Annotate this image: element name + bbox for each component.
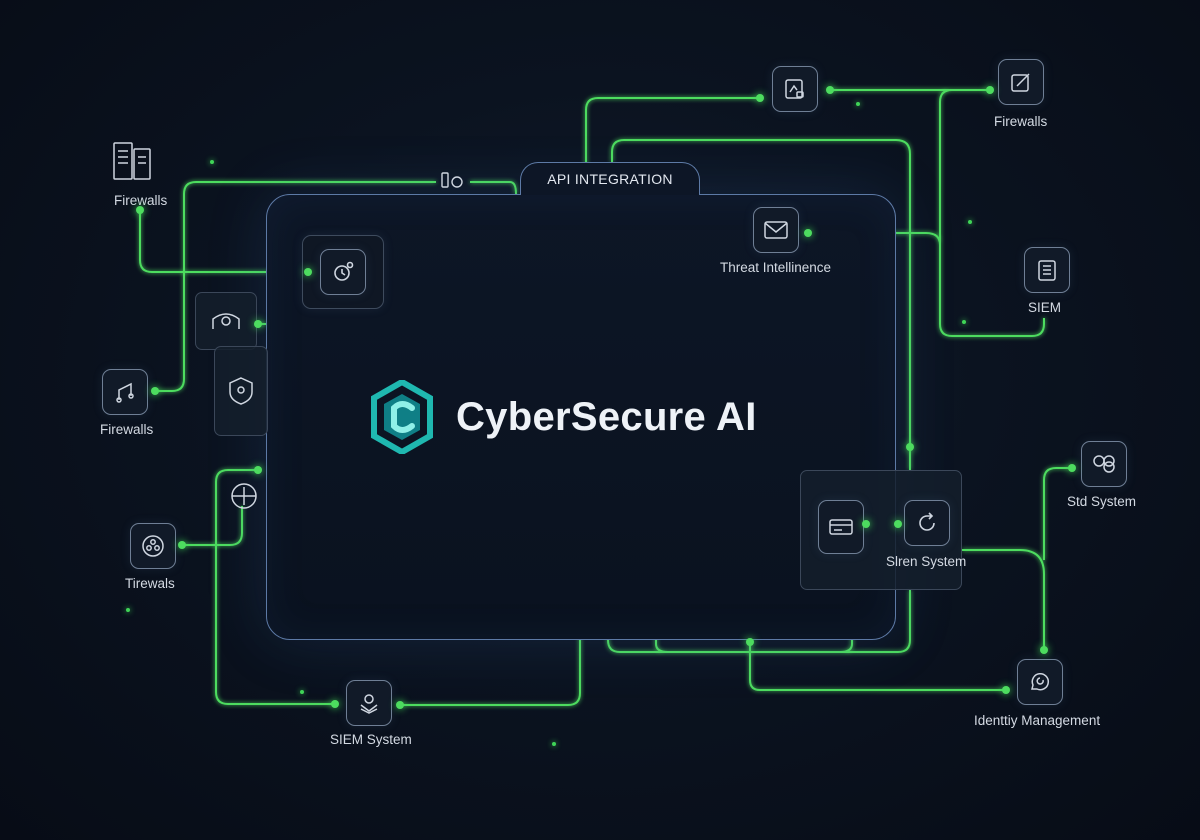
refresh-icon: [919, 512, 935, 531]
firewalls-top-right-label: Firewalls: [994, 114, 1048, 129]
ambient-spark: [856, 102, 860, 106]
small-connector-node: [432, 160, 472, 200]
side-card-shield[interactable]: [214, 346, 268, 436]
document-node-top[interactable]: [772, 66, 818, 112]
shield-circuit-icon: [229, 377, 253, 405]
identity-management-label: Identtiy Management: [974, 713, 1101, 728]
nodes-circle-icon: [116, 382, 134, 403]
shield-circuit-icon: [360, 694, 378, 714]
side-card-bridge[interactable]: [195, 292, 257, 350]
connector-dot: [254, 320, 262, 328]
brand-name: CyberSecure AI: [456, 394, 757, 439]
key-tool-node[interactable]: [222, 474, 266, 518]
connector-dot: [396, 701, 404, 709]
clipboard-icon: [1038, 260, 1056, 281]
document-check-icon: [441, 172, 463, 188]
siren-system-label: Slren System: [886, 554, 967, 569]
bridge-icon: [212, 313, 240, 329]
pen-edit-icon: [1011, 73, 1030, 92]
connector-dot: [136, 206, 144, 214]
std-system-label: Std System: [1067, 494, 1137, 509]
cube-gear-icon: [142, 535, 164, 557]
firewalls-mid-left-label: Firewalls: [100, 422, 154, 437]
siem-right-label: SIEM: [1028, 300, 1062, 315]
api-integration-label: API INTEGRATION: [547, 171, 673, 187]
firewalls-mid-left-node[interactable]: [102, 369, 148, 415]
identity-management-node[interactable]: [1017, 659, 1063, 705]
threat-intelligence-node[interactable]: [753, 207, 799, 253]
panel-node-top-left[interactable]: [302, 235, 384, 309]
connector-dot: [894, 520, 902, 528]
envelope-icon: [764, 221, 788, 239]
connector-dot: [746, 638, 754, 646]
card-stack-icon: [829, 519, 853, 535]
siem-right-node[interactable]: [1024, 247, 1070, 293]
connector-dot: [178, 541, 186, 549]
siem-system-bottom-node[interactable]: [346, 680, 392, 726]
firewalls-top-left-node[interactable]: [108, 137, 156, 185]
tirewals-left-node[interactable]: [130, 523, 176, 569]
ambient-spark: [210, 160, 214, 164]
api-integration-tab[interactable]: API INTEGRATION: [520, 162, 700, 195]
ambient-spark: [300, 690, 304, 694]
connector-dot: [826, 86, 834, 94]
firewalls-top-right-node[interactable]: [998, 59, 1044, 105]
connector-dot: [1040, 646, 1048, 654]
ambient-spark: [968, 220, 972, 224]
firewalls-top-left-label: Firewalls: [114, 193, 168, 208]
lock-chart-icon: [785, 79, 804, 99]
connector-dot: [331, 700, 339, 708]
clock-target-icon: [320, 249, 366, 295]
connector-dot: [804, 229, 812, 237]
server-rack-icon: [113, 142, 151, 180]
brand-logo-icon: [371, 380, 433, 454]
ambient-spark: [962, 320, 966, 324]
connector-dot: [1002, 686, 1010, 694]
connector-dot: [254, 466, 262, 474]
connector-dot: [986, 86, 994, 94]
chat-refresh-icon: [1031, 672, 1050, 691]
connector-dot: [151, 387, 159, 395]
tirewals-left-label: Tirewals: [125, 576, 175, 591]
siem-system-bottom-label: SIEM System: [330, 732, 412, 747]
refresh-node[interactable]: [904, 500, 950, 546]
threat-intelligence-label: Threat Intellinence: [720, 260, 832, 275]
connector-dot: [1068, 464, 1076, 472]
connector-dot: [304, 268, 312, 276]
connector-dot: [906, 443, 914, 451]
connector-dot: [862, 520, 870, 528]
ambient-spark: [552, 742, 556, 746]
link-icon: [1093, 455, 1115, 473]
key-tool-icon: [231, 483, 257, 509]
ambient-spark: [126, 608, 130, 612]
brand-lockup: CyberSecure AI: [370, 380, 757, 454]
std-system-node[interactable]: [1081, 441, 1127, 487]
card-stack-node[interactable]: [818, 500, 864, 554]
connector-dot: [756, 94, 764, 102]
